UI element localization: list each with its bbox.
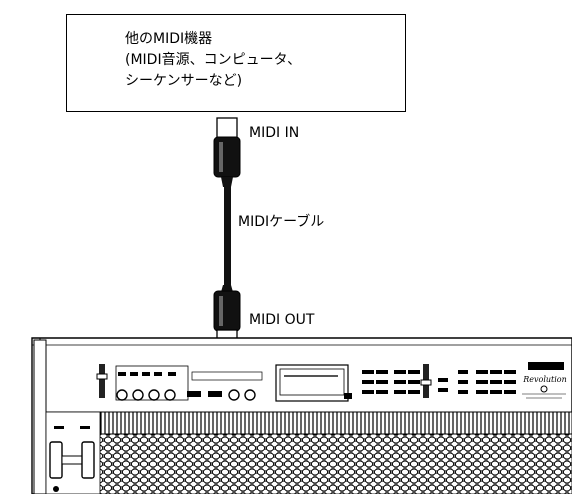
midi-cable-label: MIDIケーブル xyxy=(238,214,325,230)
midi-out-label: MIDI OUT xyxy=(249,312,315,328)
keyboard-instrument: Revolution xyxy=(31,337,572,494)
keyboard-brand-logo: Revolution xyxy=(522,375,567,384)
device-line-1: 他のMIDI機器 xyxy=(125,31,213,47)
keyboard-keys xyxy=(99,411,572,435)
pitch-mod-wheels xyxy=(49,426,95,492)
midi-device-box: 他のMIDI機器 (MIDI音源、コンピュータ、 シーケンサーなど) xyxy=(66,14,406,112)
midi-out-plug-body xyxy=(213,290,241,332)
midi-device-description: 他のMIDI機器 (MIDI音源、コンピュータ、 シーケンサーなど) xyxy=(125,29,301,92)
device-line-2: (MIDI音源、コンピュータ、 xyxy=(125,52,302,68)
device-line-3: シーケンサーなど) xyxy=(125,73,243,89)
control-panel: Revolution xyxy=(96,362,567,402)
midi-in-plug-body xyxy=(213,136,241,178)
cable-wire xyxy=(224,186,231,286)
midi-in-label: MIDI IN xyxy=(249,125,300,141)
midi-in-plug-tip xyxy=(216,117,238,139)
midi-cable xyxy=(213,117,241,349)
